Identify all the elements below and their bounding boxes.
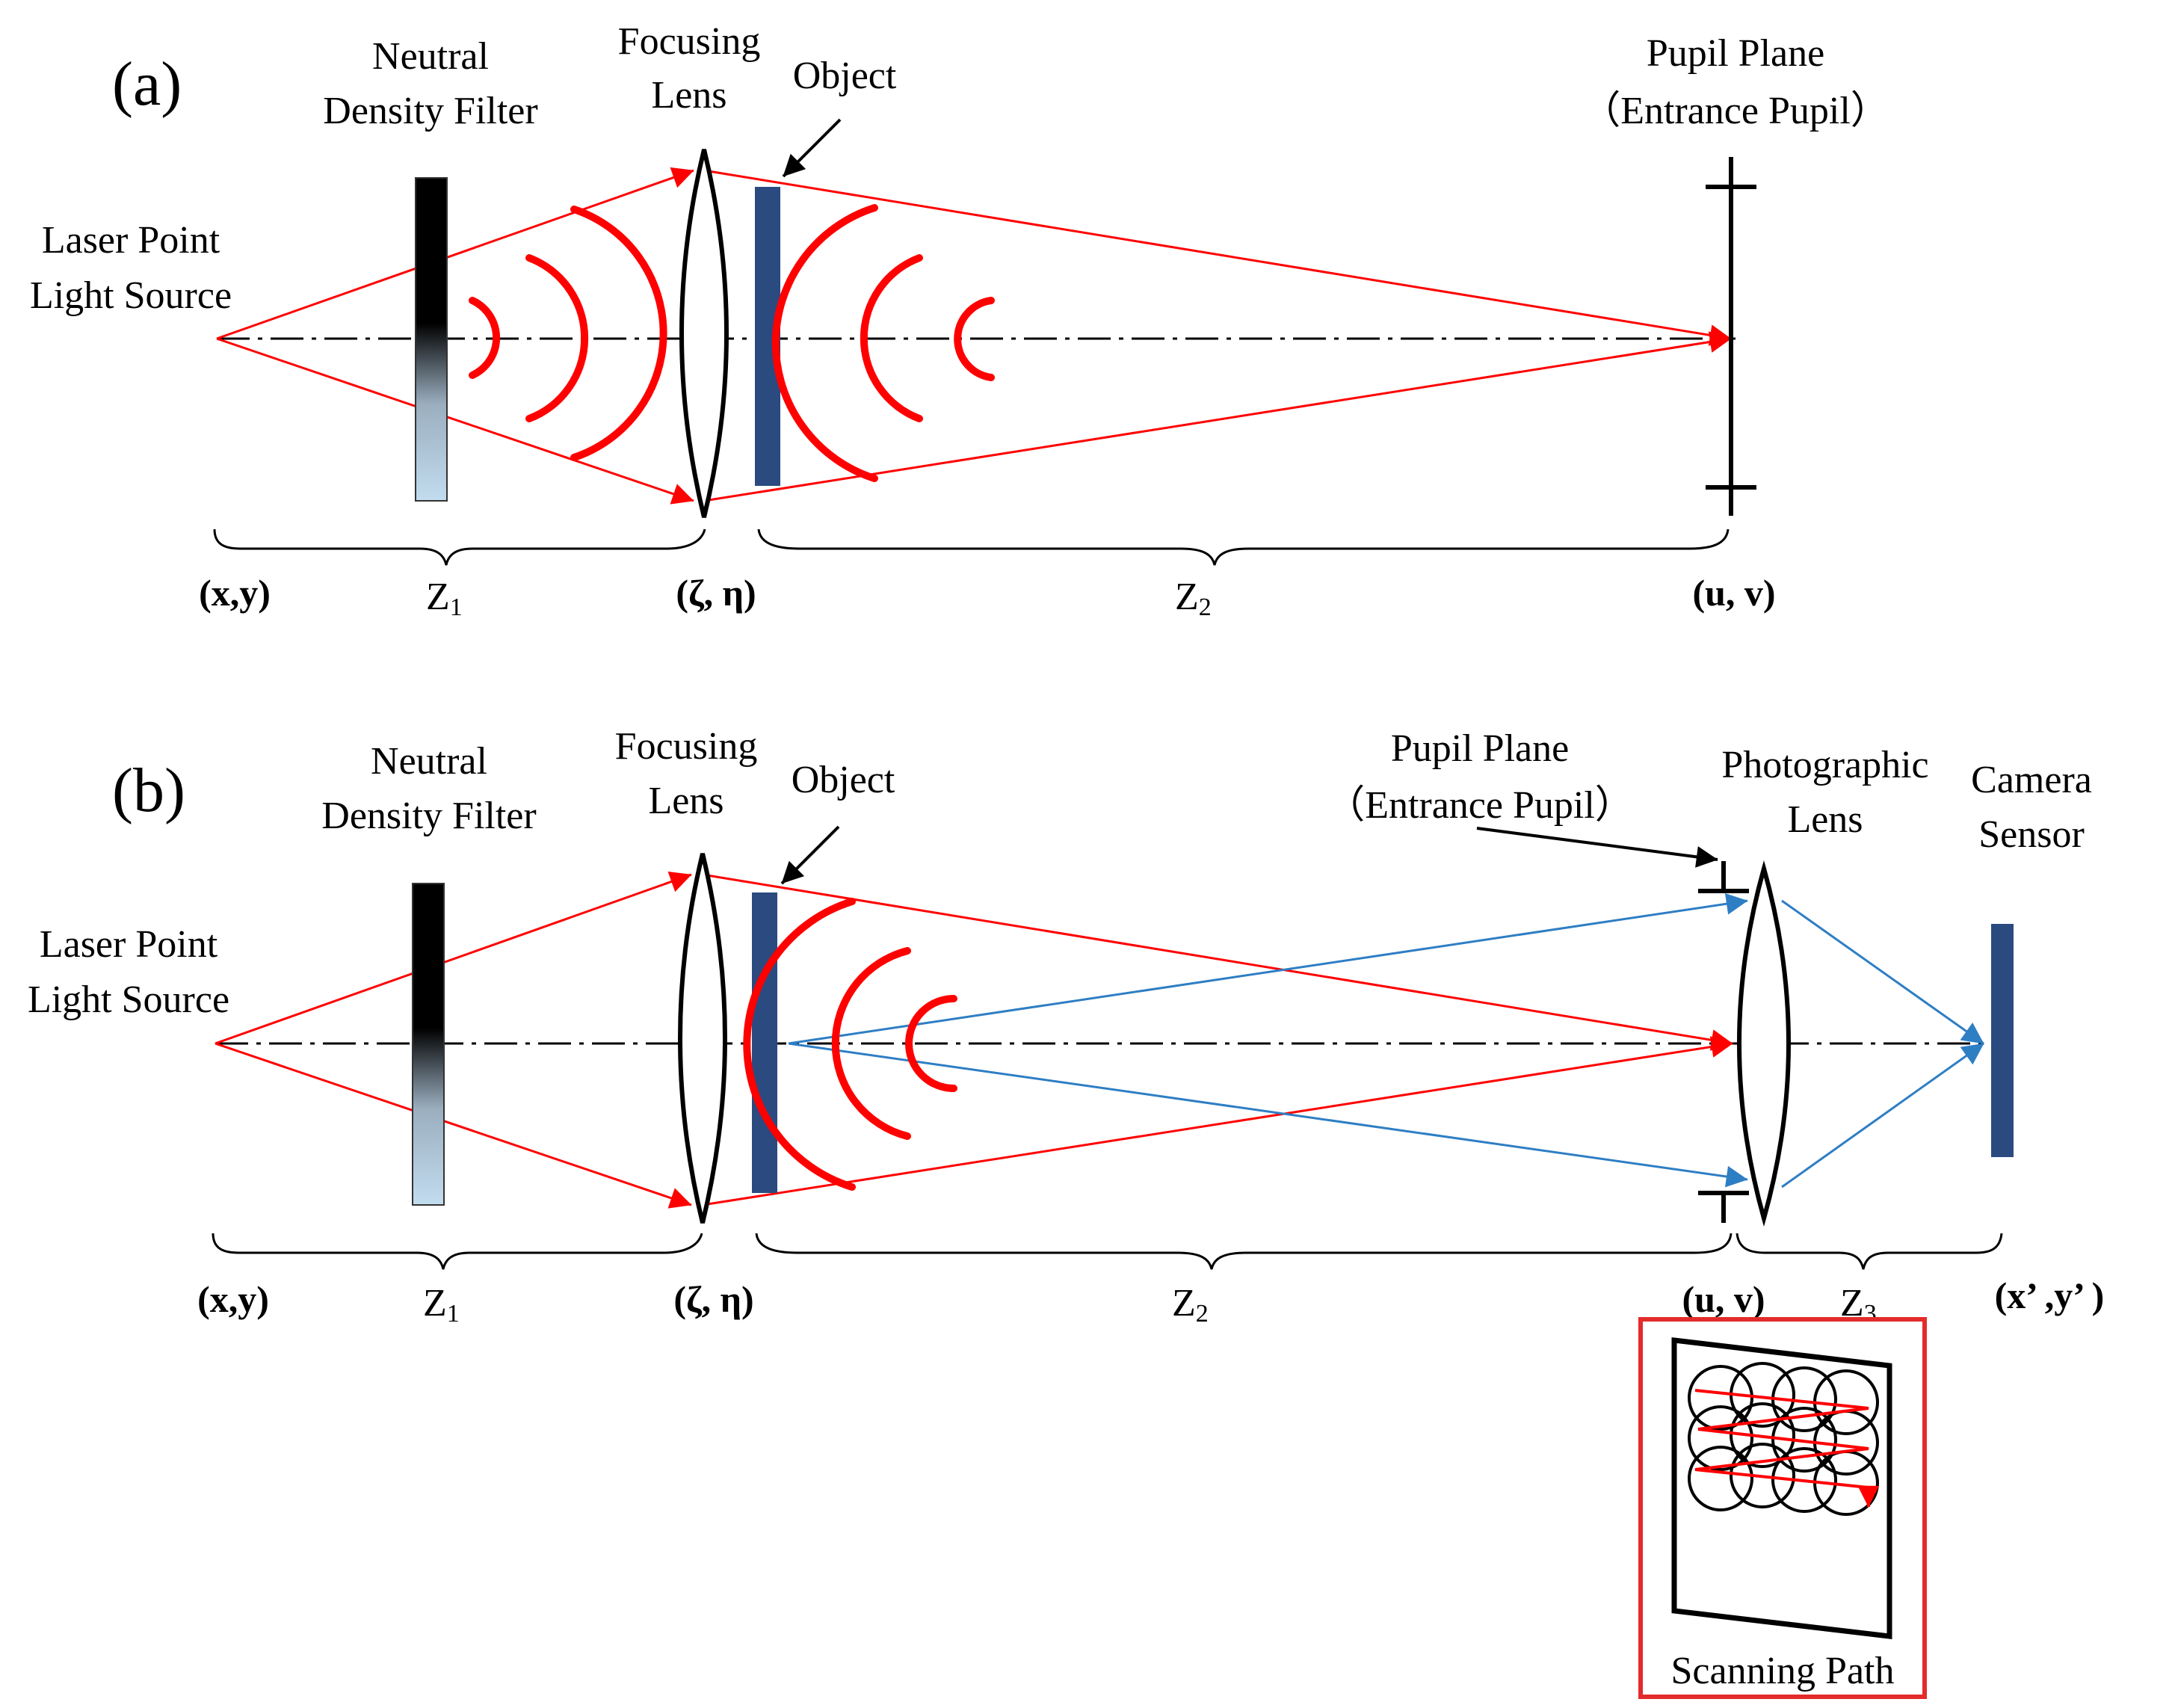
panel-b-tag: (b)	[112, 756, 185, 825]
wavefront	[954, 297, 995, 381]
coord-pupil: (u, v)	[1682, 1278, 1765, 1320]
wavefront	[570, 206, 667, 461]
lens-label-line2: Lens	[648, 780, 724, 822]
source-label-line1: Laser Point	[42, 219, 220, 262]
photographic-lens	[1737, 860, 1791, 1227]
neutral-density-filter	[415, 177, 448, 502]
object-pointer-arrow	[782, 118, 842, 178]
ray-source-to-lens-bottom	[215, 1042, 692, 1209]
panel-b: (b) Neutral Density Filter Focusing Lens…	[28, 725, 2105, 1699]
source-label-line1: Laser Point	[40, 923, 218, 966]
wavefront	[469, 297, 501, 379]
scan-plane	[1671, 1337, 1892, 1639]
brace-z1	[212, 1233, 703, 1270]
brace-z3	[1736, 1233, 2003, 1270]
brace-z1	[213, 528, 706, 566]
ray-source-to-lens-top	[215, 871, 692, 1045]
brace-z2	[757, 528, 1730, 566]
aperture-circle	[1688, 1365, 1753, 1431]
panel-a: (a) Neutral Density Filter Focusing Lens…	[30, 20, 1889, 621]
ray-source-to-lens-top	[216, 167, 694, 340]
wavefront	[743, 898, 856, 1191]
imaging-ray-lower	[788, 1042, 1748, 1188]
ray-source-to-lens-bottom	[216, 337, 694, 505]
aperture-circle	[1730, 1443, 1795, 1508]
aperture-circle	[1771, 1407, 1837, 1473]
photo-lens-label-line1: Photographic	[1721, 744, 1928, 786]
coord-source: (x,y)	[199, 572, 271, 614]
wavefront	[525, 254, 589, 422]
imaging-ray-to-sensor-lower	[1781, 1042, 1984, 1188]
coord-lens: (ζ, η)	[673, 1278, 753, 1320]
filter-label-line1: Neutral	[372, 35, 489, 78]
scanning-path-inset: Scanning Path	[1638, 1317, 1927, 1699]
distance-z1: Z1	[423, 1282, 460, 1328]
imaging-ray-to-sensor-upper	[1781, 899, 1984, 1045]
wavefront	[831, 947, 911, 1140]
coord-lens: (ζ, η)	[676, 572, 756, 614]
ray-lens-top-to-pupil	[703, 169, 1732, 346]
source-label-line2: Light Source	[28, 978, 229, 1021]
object-label: Object	[792, 759, 895, 801]
coord-sensor: (x’ ,y’ )	[1995, 1274, 2105, 1316]
filter-label-line2: Density Filter	[321, 795, 536, 837]
aperture-circle	[1688, 1446, 1753, 1511]
lens-label-line1: Focusing	[615, 725, 758, 768]
aperture-circle	[1771, 1447, 1837, 1513]
distance-z2: Z2	[1175, 576, 1212, 621]
distance-z2: Z2	[1172, 1282, 1209, 1328]
ray-lens-bottom-to-pupil	[703, 331, 1732, 502]
pupil-label-line2: （Entrance Pupil）	[1582, 90, 1889, 132]
scanning-path-line	[1694, 1389, 1880, 1508]
wavefront	[771, 204, 878, 482]
filter-label-line2: Density Filter	[323, 90, 537, 132]
brace-z2	[755, 1233, 1733, 1270]
aperture-circle	[1688, 1405, 1753, 1471]
ray-lens-top-to-pupil	[702, 873, 1733, 1051]
filter-label-line1: Neutral	[371, 740, 487, 783]
pupil-label-line1: Pupil Plane	[1647, 32, 1824, 75]
photo-lens-label-line2: Lens	[1787, 798, 1863, 841]
coord-pupil: (u, v)	[1692, 572, 1775, 614]
distance-z1: Z1	[426, 576, 463, 621]
object-plate	[752, 892, 777, 1193]
camera-sensor	[1991, 924, 2014, 1157]
panel-a-tag: (a)	[112, 49, 182, 119]
wavefront	[860, 254, 923, 422]
wavefront	[905, 995, 957, 1092]
focusing-lens	[678, 853, 727, 1224]
focusing-lens	[679, 149, 729, 518]
object-pointer-arrow	[780, 825, 840, 885]
pupil-label-line1: Pupil Plane	[1391, 727, 1569, 770]
lens-label-line1: Focusing	[618, 20, 761, 63]
source-label-line2: Light Source	[30, 274, 232, 317]
sensor-label-line1: Camera	[1971, 759, 2092, 801]
sensor-label-line2: Sensor	[1978, 813, 2085, 856]
lens-label-line2: Lens	[651, 74, 726, 117]
pupil-pointer-arrow	[1476, 827, 1718, 868]
ray-lens-bottom-to-pupil	[702, 1036, 1733, 1206]
pupil-label-line2: （Entrance Pupil）	[1326, 784, 1634, 827]
inset-caption: Scanning Path	[1671, 1650, 1895, 1692]
aperture-circle	[1730, 1402, 1795, 1468]
neutral-density-filter	[412, 883, 445, 1206]
object-label: Object	[793, 55, 897, 97]
imaging-ray-upper	[788, 893, 1748, 1045]
coord-source: (x,y)	[197, 1278, 269, 1320]
